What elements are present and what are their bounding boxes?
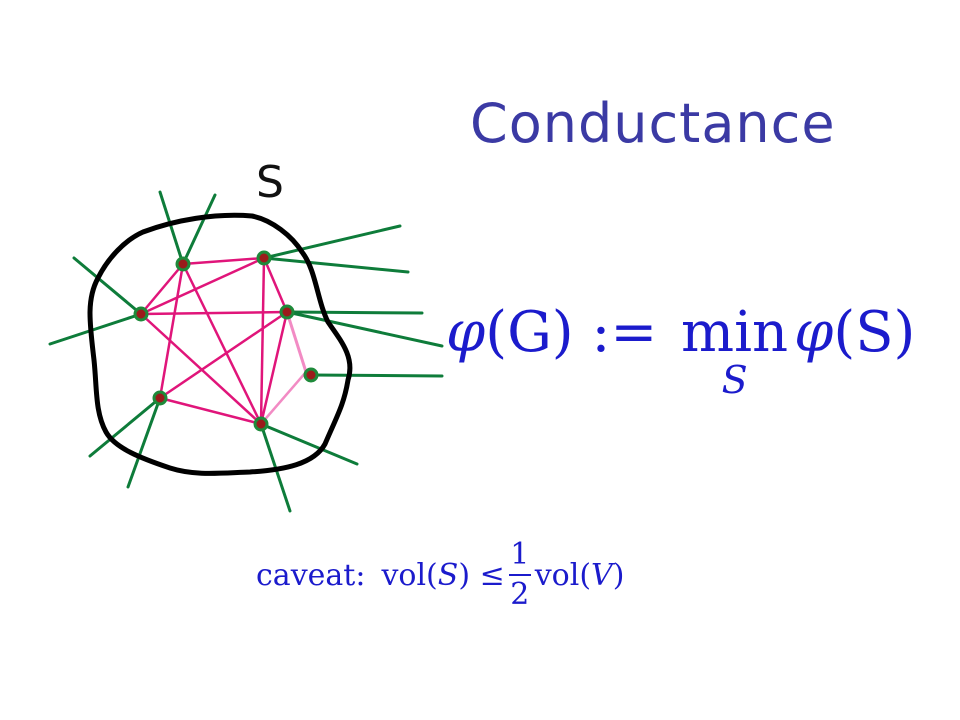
internal-edge-light	[285, 311, 308, 373]
external-edge	[262, 256, 410, 274]
graph-node-icon	[253, 416, 269, 432]
external-edge	[126, 396, 162, 489]
nodes	[133, 250, 319, 432]
vol-s-expr: vol(S) ≤	[381, 558, 504, 593]
internal-edge-light	[260, 371, 307, 425]
slide-title: Conductance	[470, 92, 836, 155]
fraction-numerator: 1	[510, 537, 530, 572]
external-edge	[262, 224, 402, 260]
internal-edge	[259, 257, 266, 425]
graph-node-icon	[279, 304, 295, 320]
fraction-bar	[508, 574, 531, 576]
graph-node-icon	[256, 250, 272, 266]
internal-edge	[158, 263, 185, 399]
external-edge	[88, 396, 162, 458]
internal-edge	[140, 310, 288, 316]
vol-close: )	[458, 557, 471, 593]
leq-operator: ≤	[470, 557, 505, 593]
set-arg: (S)	[833, 300, 916, 365]
s-variable: S	[437, 557, 459, 593]
internal-edge	[182, 256, 265, 266]
external-edges	[48, 190, 444, 513]
internal-edge	[259, 311, 289, 425]
internal-edge	[262, 257, 289, 313]
vol-v-expr: vol(V)	[535, 558, 625, 593]
internal-edges	[140, 256, 289, 426]
external-edge	[285, 310, 424, 315]
graph-node-icon	[175, 256, 191, 272]
internal-edge	[181, 263, 263, 425]
graph-node-icon	[152, 390, 168, 406]
phi-symbol-rhs: φ	[794, 300, 834, 365]
caveat-formula: caveat: vol(S) ≤ 1 2 vol(V)	[256, 540, 624, 610]
vol-open-v: vol(	[534, 557, 592, 593]
external-edge	[259, 422, 359, 466]
phi-symbol: φ	[446, 300, 486, 365]
internal-edge	[140, 263, 184, 315]
min-subscript: S	[721, 358, 748, 402]
external-edge	[158, 190, 185, 266]
internal-edge	[159, 310, 288, 400]
min-text: min	[681, 300, 789, 365]
fraction-denominator: 2	[510, 577, 530, 612]
vol-close-v: )	[612, 557, 625, 593]
internal-edge	[140, 256, 265, 316]
graph-node-icon	[133, 306, 149, 322]
external-edge	[181, 193, 217, 266]
v-variable: V	[591, 557, 613, 593]
vol-open: vol(	[381, 557, 438, 593]
caveat-label: caveat:	[256, 557, 366, 593]
external-edge	[309, 373, 444, 378]
external-edge	[285, 310, 444, 348]
set-label: S	[256, 157, 284, 208]
assign-operator: :=	[573, 300, 676, 365]
graph-arg: (G)	[485, 300, 574, 365]
internal-edge	[159, 396, 262, 426]
external-edge	[72, 256, 143, 316]
set-boundary	[87, 212, 353, 476]
one-half-fraction: 1 2	[508, 537, 531, 612]
external-edge	[48, 312, 143, 346]
graph-node-icon	[303, 367, 319, 383]
